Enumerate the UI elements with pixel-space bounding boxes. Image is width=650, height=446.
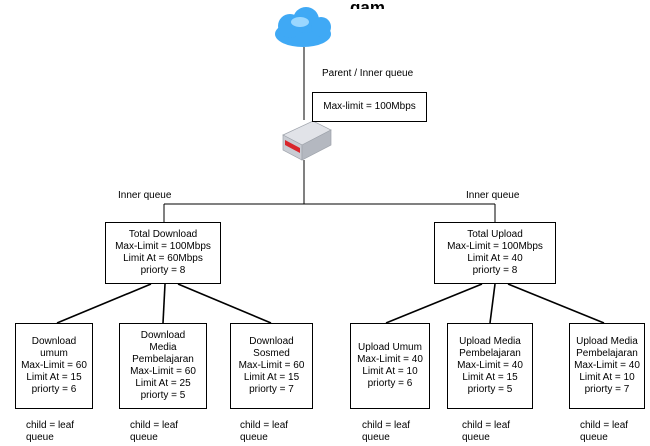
total-upload-line: Total Upload xyxy=(467,229,523,240)
child-line: Max-Limit = 40 xyxy=(357,354,423,365)
child-line: priorty = 7 xyxy=(584,384,630,395)
parent-max-limit: Max-limit = 100Mbps xyxy=(323,101,416,112)
parent-queue-box: Max-limit = 100Mbps xyxy=(312,92,427,122)
total-upload-line: Max-Limit = 100Mbps xyxy=(447,241,543,252)
child-line: priorty = 5 xyxy=(467,384,513,395)
child-line: Pembelajaran xyxy=(459,348,521,359)
leaf-label-line: queue xyxy=(362,432,390,443)
child-line: Limit At = 15 xyxy=(26,372,82,383)
child-line: Pembelajaran xyxy=(576,348,638,359)
child-queue-download-umum: Download umum Max-Limit = 60 Limit At = … xyxy=(15,323,93,409)
leaf-label-line: queue xyxy=(240,432,268,443)
leaf-label: child = leaf queue xyxy=(240,420,288,444)
child-line: Upload Media xyxy=(576,336,638,347)
child-line: Limit At = 25 xyxy=(135,378,191,389)
child-line: priorty = 5 xyxy=(140,390,186,401)
page-title-fragment: gam xyxy=(350,0,385,9)
child-line: Upload Umum xyxy=(358,342,422,353)
router-icon xyxy=(282,120,332,161)
cloud-icon xyxy=(275,7,331,47)
leaf-label-line: child = leaf xyxy=(130,420,179,431)
leaf-label: child = leaf queue xyxy=(362,420,410,444)
total-download-line: Limit At = 60Mbps xyxy=(123,253,203,264)
total-download-line: priorty = 8 xyxy=(140,265,186,276)
child-line: Upload Media xyxy=(459,336,521,347)
child-line: Max-Limit = 60 xyxy=(21,360,87,371)
child-queue-upload-media-1: Upload Media Pembelajaran Max-Limit = 40… xyxy=(447,323,533,409)
child-line: priorty = 7 xyxy=(249,384,294,395)
child-queue-download-sosmed: Download Sosmed Max-Limit = 60 Limit At … xyxy=(230,323,313,409)
leaf-label-line: child = leaf xyxy=(580,420,629,431)
child-line: Limit At = 10 xyxy=(579,372,635,383)
leaf-label: child = leaf queue xyxy=(580,420,628,444)
leaf-label-line: queue xyxy=(462,432,490,443)
leaf-label-line: child = leaf xyxy=(240,420,289,431)
child-line: Sosmed xyxy=(253,348,290,359)
total-download-line: Total Download xyxy=(128,229,198,240)
child-line: Max-Limit = 60 xyxy=(130,366,196,377)
leaf-label-line: child = leaf xyxy=(26,420,75,431)
child-queue-upload-media-2: Upload Media Pembelajaran Max-Limit = 40… xyxy=(569,323,645,409)
leaf-label: child = leaf queue xyxy=(130,420,178,444)
child-line: umum xyxy=(40,348,68,359)
total-upload-line: priorty = 8 xyxy=(472,265,518,276)
leaf-label: child = leaf queue xyxy=(26,420,74,444)
leaf-label-line: queue xyxy=(580,432,608,443)
total-download-box: Total Download Max-Limit = 100Mbps Limit… xyxy=(105,222,221,284)
leaf-label-line: queue xyxy=(130,432,158,443)
child-line: Download xyxy=(249,336,294,347)
child-queue-download-media: Download Media Pembelajaran Max-Limit = … xyxy=(119,323,207,409)
child-line: Max-Limit = 40 xyxy=(574,360,640,371)
inner-queue-label-left: Inner queue xyxy=(118,190,172,201)
parent-queue-label: Parent / Inner queue xyxy=(322,68,414,79)
child-line: Max-Limit = 60 xyxy=(238,360,305,371)
child-line: Limit At = 15 xyxy=(462,372,518,383)
child-line: Limit At = 10 xyxy=(362,366,418,377)
child-queue-upload-umum: Upload Umum Max-Limit = 40 Limit At = 10… xyxy=(350,323,430,409)
leaf-label-line: queue xyxy=(26,432,54,443)
leaf-label-line: child = leaf xyxy=(462,420,511,431)
child-line: Max-Limit = 40 xyxy=(457,360,523,371)
child-line: Download xyxy=(140,330,186,341)
child-line: priorty = 6 xyxy=(31,384,77,395)
child-line: Download xyxy=(31,336,77,347)
child-line: Media xyxy=(149,342,177,353)
total-upload-line: Limit At = 40 xyxy=(467,253,523,264)
total-download-line: Max-Limit = 100Mbps xyxy=(115,241,211,252)
inner-queue-label-right: Inner queue xyxy=(466,190,520,201)
leaf-label-line: child = leaf xyxy=(362,420,411,431)
child-line: Limit At = 15 xyxy=(243,372,300,383)
leaf-label: child = leaf queue xyxy=(462,420,510,444)
child-line: Pembelajaran xyxy=(132,354,194,365)
child-line: priorty = 6 xyxy=(367,378,413,389)
total-upload-box: Total Upload Max-Limit = 100Mbps Limit A… xyxy=(434,222,556,284)
